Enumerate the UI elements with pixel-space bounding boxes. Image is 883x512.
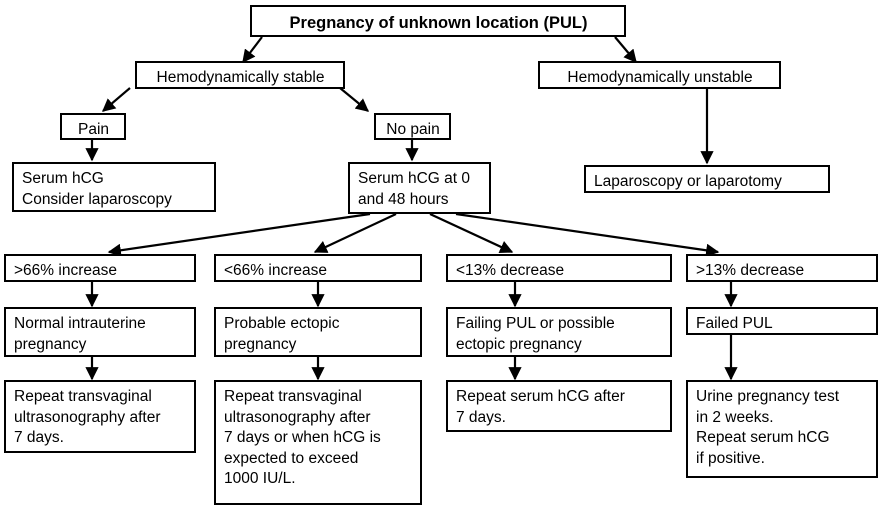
node-hemodynamically-stable[interactable]: Hemodynamically stable: [135, 61, 345, 89]
node-probable-ectopic-pregnancy[interactable]: Probable ectopic pregnancy: [214, 307, 422, 357]
edge-stable-to-nopain: [339, 87, 370, 112]
edge-root-to-stable: [242, 36, 263, 64]
node-hemodynamically-unstable[interactable]: Hemodynamically unstable: [538, 61, 781, 89]
node-failed-pul[interactable]: Failed PUL: [686, 307, 878, 335]
node-repeat-tvs-7-days[interactable]: Repeat transvaginal ultrasonography afte…: [4, 380, 196, 453]
node-increase-under-66[interactable]: <66% increase: [214, 254, 422, 282]
node-urine-pregnancy-test[interactable]: Urine pregnancy test in 2 weeks. Repeat …: [686, 380, 878, 478]
node-laparoscopy-or-laparotomy[interactable]: Laparoscopy or laparotomy: [584, 165, 830, 193]
node-increase-over-66[interactable]: >66% increase: [4, 254, 196, 282]
edge-serum048-to-inc66minus: [313, 213, 397, 253]
node-serum-hcg-consider-laparoscopy[interactable]: Serum hCG Consider laparoscopy: [12, 162, 216, 212]
node-no-pain[interactable]: No pain: [374, 113, 451, 140]
node-pain[interactable]: Pain: [60, 113, 126, 140]
edge-serum048-to-inc66plus: [107, 212, 371, 257]
node-normal-intrauterine-pregnancy[interactable]: Normal intrauterine pregnancy: [4, 307, 196, 357]
edge-root-to-unstable: [614, 36, 637, 64]
node-failing-pul-or-possible-ectopic[interactable]: Failing PUL or possible ectopic pregnanc…: [446, 307, 672, 357]
edge-serum048-to-dec13plus: [455, 212, 720, 257]
node-decrease-under-13[interactable]: <13% decrease: [446, 254, 672, 282]
node-repeat-tvs-or-hcg-1000[interactable]: Repeat transvaginal ultrasonography afte…: [214, 380, 422, 505]
node-serum-hcg-0-and-48-hours[interactable]: Serum hCG at 0 and 48 hours: [348, 162, 491, 214]
node-repeat-serum-hcg-7-days[interactable]: Repeat serum hCG after 7 days.: [446, 380, 672, 432]
edge-stable-to-pain: [101, 87, 131, 112]
edge-serum048-to-dec13minus: [429, 213, 514, 253]
node-decrease-over-13[interactable]: >13% decrease: [686, 254, 878, 282]
node-root-pul[interactable]: Pregnancy of unknown location (PUL): [250, 5, 626, 37]
